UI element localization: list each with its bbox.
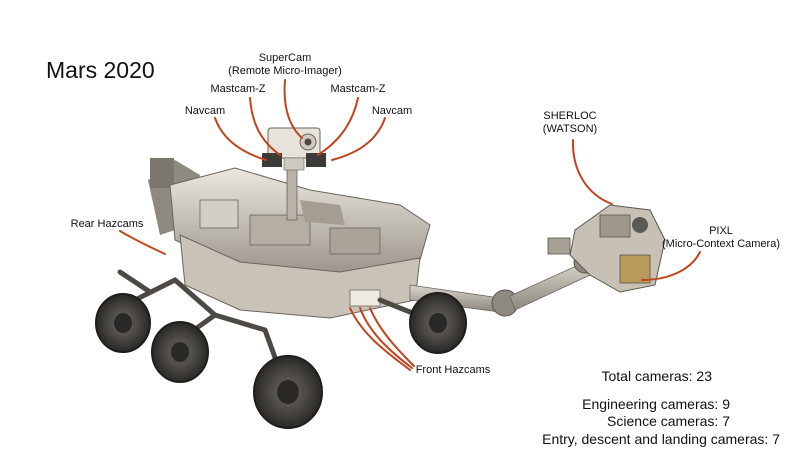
stat-edl-cameras: Entry, descent and landing cameras: 7 <box>542 431 780 447</box>
wheel-rear-left <box>95 293 151 353</box>
wheel-front-left <box>253 355 323 429</box>
wheel-front-right <box>409 292 467 354</box>
rover-illustration <box>95 127 666 429</box>
leader-navcam-right <box>331 117 386 161</box>
label-supercam-name: SuperCam <box>258 52 312 64</box>
leader-pixl <box>641 251 701 281</box>
wheels <box>95 292 467 429</box>
label-pixl: PIXL (Micro-Context Camera) <box>655 225 787 251</box>
rover-body <box>148 158 431 319</box>
stat-total-cameras: Total cameras: 23 <box>601 368 713 384</box>
leader-front-hazcams-2 <box>359 307 413 369</box>
leader-front-hazcams-3 <box>369 307 415 367</box>
leader-navcam-left <box>214 117 267 161</box>
leader-sherloc <box>571 139 613 205</box>
label-front-hazcams: Front Hazcams <box>415 364 491 376</box>
leader-front-hazcams-1 <box>349 307 411 371</box>
leader-mastcam-left <box>249 97 281 156</box>
stat-science-cameras: Science cameras: 7 <box>607 413 730 429</box>
label-sherloc: SHERLOC (WATSON) <box>530 110 610 136</box>
leader-rear-hazcams <box>119 230 166 255</box>
robotic-arm <box>409 204 666 317</box>
label-sherloc-name: SHERLOC <box>543 110 597 122</box>
stat-engineering-cameras: Engineering cameras: 9 <box>582 396 730 412</box>
label-pixl-sub: (Micro-Context Camera) <box>662 238 780 250</box>
leader-supercam <box>283 79 303 139</box>
label-mastcam-left: Mastcam-Z <box>210 83 266 95</box>
label-rear-hazcams: Rear Hazcams <box>70 218 144 230</box>
wheel-middle-left <box>151 321 209 383</box>
label-navcam-left: Navcam <box>184 105 226 117</box>
remote-sensing-mast <box>262 127 326 221</box>
label-pixl-name: PIXL <box>709 225 733 237</box>
label-mastcam-right: Mastcam-Z <box>330 83 386 95</box>
leader-mastcam-right <box>317 97 359 156</box>
label-supercam-sub: (Remote Micro-Imager) <box>228 65 342 77</box>
label-navcam-right: Navcam <box>371 105 413 117</box>
diagram-title: Mars 2020 <box>46 57 155 83</box>
leader-lines <box>119 79 701 371</box>
label-sherloc-sub: (WATSON) <box>542 123 598 135</box>
label-supercam: SuperCam (Remote Micro-Imager) <box>222 52 348 78</box>
